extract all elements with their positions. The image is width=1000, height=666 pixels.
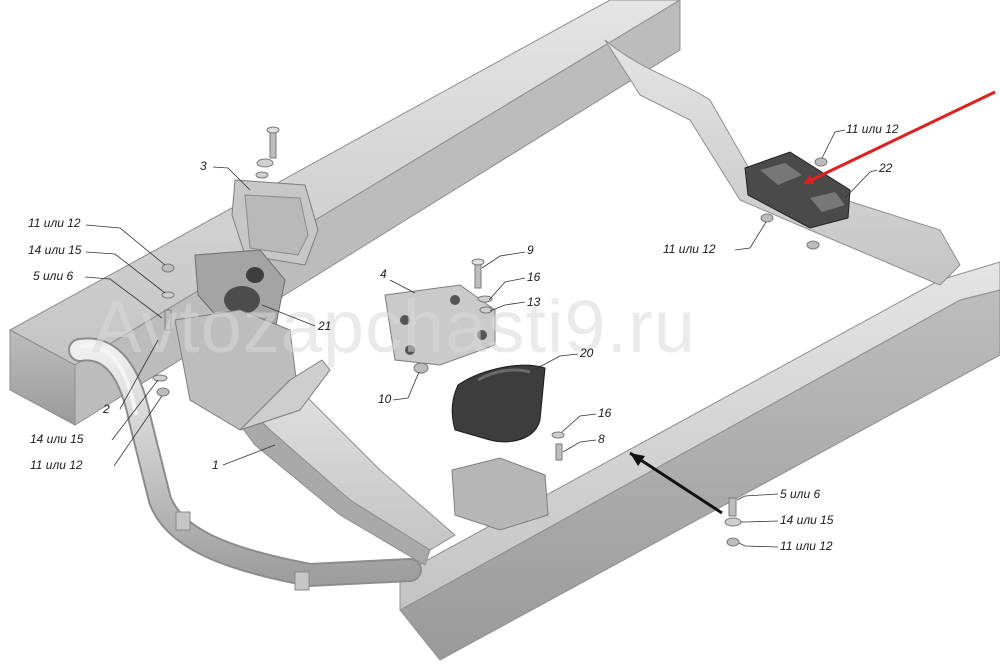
- callout-4: 4: [380, 267, 387, 281]
- callout-14-or-15-left-top: 14 или 15: [28, 243, 82, 257]
- bent-tube: [68, 337, 422, 588]
- nut-icon: [156, 387, 170, 397]
- callout-20: 20: [579, 346, 594, 360]
- callout-16-bottom: 16: [598, 406, 612, 420]
- callout-16-top: 16: [527, 270, 541, 284]
- nut-icon: [806, 240, 820, 250]
- washer-icon: [152, 374, 168, 382]
- lower-bracket-plate: [451, 457, 549, 531]
- callout-14-or-15-right: 14 или 15: [780, 513, 834, 527]
- watermark: Avtozapchasti9.ru: [92, 285, 696, 368]
- callout-22: 22: [878, 161, 893, 175]
- black-arrow-head-icon: [630, 453, 645, 466]
- rear-cross-member: [604, 39, 961, 286]
- callout-10: 10: [378, 392, 392, 406]
- nut-icon: [161, 263, 175, 273]
- bolt-icon: [728, 497, 737, 517]
- callout-2: 2: [102, 402, 110, 416]
- bolt-icon: [471, 258, 485, 289]
- washer-icon: [477, 295, 493, 303]
- callout-11-or-12-right-middle: 11 или 12: [663, 242, 716, 256]
- callout-5-or-6-left: 5 или 6: [33, 269, 73, 283]
- tube-clamp: [175, 511, 191, 531]
- callout-11-or-12-left-top: 11 или 12: [28, 216, 81, 230]
- nut-icon: [814, 157, 828, 167]
- washer-icon: [256, 158, 274, 168]
- callout-3: 3: [200, 159, 207, 173]
- bolt-icon: [164, 309, 172, 331]
- red-arrow-icon: [803, 90, 996, 185]
- leader-lines: [84, 129, 878, 548]
- callout-11-or-12-right-top: 11 или 12: [846, 122, 899, 136]
- bolt-icon: [555, 443, 563, 461]
- nut-icon: [726, 537, 740, 547]
- washer-icon: [255, 171, 269, 179]
- callout-9: 9: [527, 243, 534, 257]
- bracket-part-3: [231, 179, 319, 266]
- mount-part-22: [744, 151, 851, 229]
- bolt-icon: [266, 126, 280, 159]
- tube-clamp: [294, 571, 310, 591]
- nut-icon: [413, 362, 429, 374]
- vertical-support: [174, 309, 331, 431]
- washer-icon: [724, 517, 742, 527]
- washer-icon: [551, 431, 565, 439]
- shield-part-20: [451, 364, 546, 443]
- callout-11-or-12-left-bottom: 11 или 12: [30, 458, 83, 472]
- callout-5-or-6-right: 5 или 6: [780, 487, 820, 501]
- bracket-part-4: [384, 284, 496, 366]
- washer-icon: [161, 291, 175, 299]
- callout-11-or-12-right-bottom: 11 или 12: [780, 539, 833, 553]
- callout-13: 13: [527, 295, 541, 309]
- callout-8: 8: [598, 432, 605, 446]
- callout-14-or-15-left-bottom: 14 или 15: [30, 432, 84, 446]
- nut-icon: [760, 213, 774, 223]
- callout-1: 1: [212, 458, 219, 472]
- callout-21: 21: [317, 319, 331, 333]
- black-arrow-icon: [629, 451, 723, 515]
